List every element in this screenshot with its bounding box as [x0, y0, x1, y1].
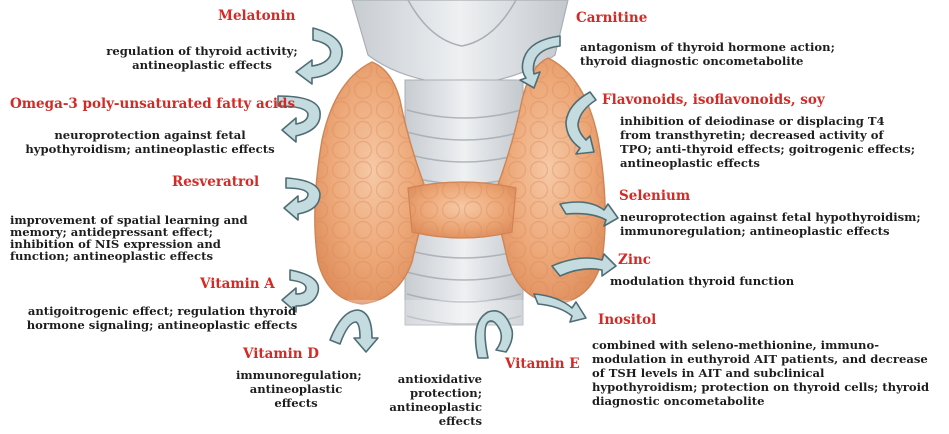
vitamin-e-effects: antioxidative protection; antineoplastic…: [386, 372, 482, 428]
zinc-heading: Zinc: [618, 252, 651, 268]
selenium-heading: Selenium: [619, 188, 690, 204]
inositol-heading: Inositol: [598, 312, 656, 328]
vitamin-a-heading: Vitamin A: [200, 276, 275, 292]
carnitine-effects: antagonism of thyroid hormone action; th…: [580, 40, 850, 68]
melatonin-heading: Melatonin: [218, 8, 295, 24]
vitamin-d-heading: Vitamin D: [243, 346, 319, 362]
carnitine-heading: Carnitine: [576, 10, 647, 26]
resveratrol-effects: improvement of spatial learning and memo…: [10, 214, 280, 262]
selenium-effects: neuroprotection against fetal hypothyroi…: [620, 210, 940, 238]
flavonoids-heading: Flavonoids, isoflavonoids, soy: [602, 92, 825, 108]
melatonin-effects: regulation of thyroid activity; antineop…: [86, 44, 318, 72]
vitamin-e-heading: Vitamin E: [505, 356, 580, 372]
resveratrol-heading: Resveratrol: [172, 174, 259, 190]
omega3-effects: neuroprotection against fetal hypothyroi…: [2, 128, 298, 156]
inositol-effects: combined with seleno-methionine, immuno-…: [592, 338, 940, 408]
zinc-effects: modulation thyroid function: [610, 274, 850, 288]
vitamin-d-effects: immunoregulation; antineoplastic effects: [236, 368, 356, 410]
flavonoids-effects: inhibition of deiodinase or displacing T…: [620, 114, 938, 170]
vitamin-a-effects: antigoitrogenic effect; regulation thyro…: [14, 304, 310, 332]
omega3-heading: Omega-3 poly-unsaturated fatty acids: [10, 96, 295, 112]
